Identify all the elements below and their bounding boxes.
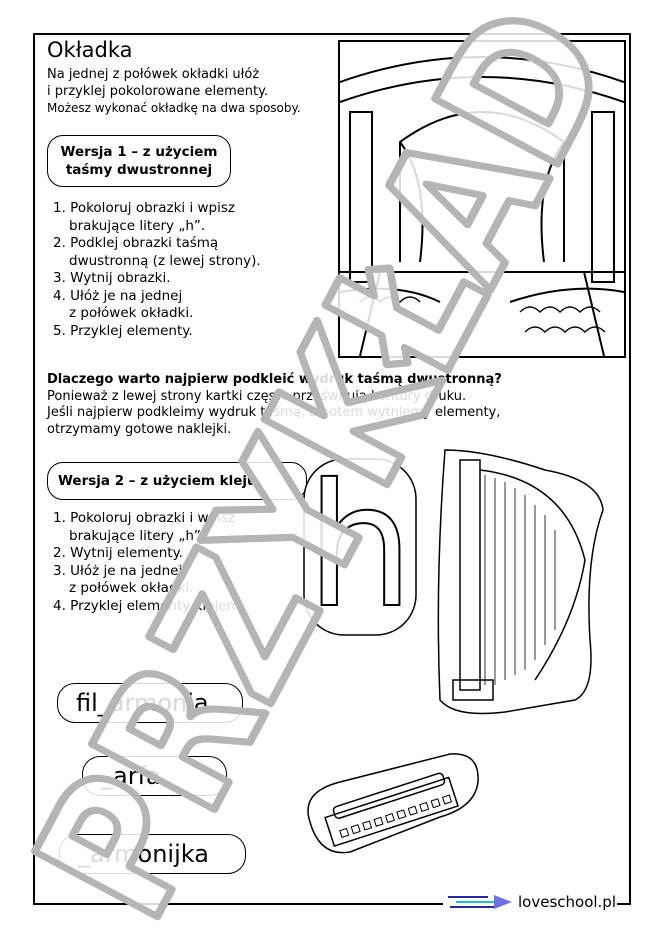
page-frame — [33, 33, 631, 905]
harmonica-sticker — [307, 753, 479, 854]
brand-logo[interactable]: loveschool.pl — [448, 893, 616, 911]
arrow-logo-icon — [448, 895, 512, 909]
intro-line: i przyklej pokolorowane elementy. — [47, 84, 269, 99]
answer-line: Ponieważ z lewej strony kartki często pr… — [47, 388, 467, 404]
svg-text:h: h — [306, 455, 414, 640]
theater-stage-icon — [339, 56, 625, 357]
heading-line: Wersja 1 – z użyciem — [60, 144, 218, 160]
word-card: _armonijka — [59, 834, 246, 874]
word-card: _arfa — [82, 756, 227, 796]
intro-line: Możesz wykonać okładkę na dwa sposoby. — [47, 101, 301, 115]
answer-line: otrzymamy gotowe naklejki. — [47, 421, 232, 437]
answer-line: Jeśli najpierw podkleimy wydruk taśmą, a… — [47, 405, 501, 420]
word-card: fil_armonia — [57, 683, 243, 723]
intro-line: Na jednej z połówek okładki ułóż — [47, 67, 260, 82]
page-title: Okładka — [47, 38, 133, 62]
intro-text: Na jednej z połówek okładki ułóż i przyk… — [47, 66, 301, 117]
harp-sticker — [437, 449, 604, 715]
brand-name: loveschool.pl — [518, 893, 616, 911]
question: Dlaczego warto najpierw podkleić wydruk … — [47, 372, 502, 387]
heading-line: taśmy dwustronnej — [65, 162, 213, 178]
letter-h-sticker: h — [303, 455, 417, 640]
step: 5. Przyklej elementy. — [53, 322, 193, 339]
theater-illustration — [338, 40, 626, 358]
step: 4. Przyklej elementy klejem. — [53, 597, 244, 614]
version2-heading: Wersja 2 – z użyciem kleju — [47, 462, 307, 500]
divider — [33, 903, 443, 905]
version1-heading: Wersja 1 – z użyciem taśmy dwustronnej — [47, 135, 231, 187]
step: 2. Wytnij elementy. — [53, 545, 183, 561]
step: 3. Wytnij obrazki. — [53, 270, 171, 286]
divider — [617, 903, 629, 905]
explanation: Dlaczego warto najpierw podkleić wydruk … — [47, 372, 607, 438]
